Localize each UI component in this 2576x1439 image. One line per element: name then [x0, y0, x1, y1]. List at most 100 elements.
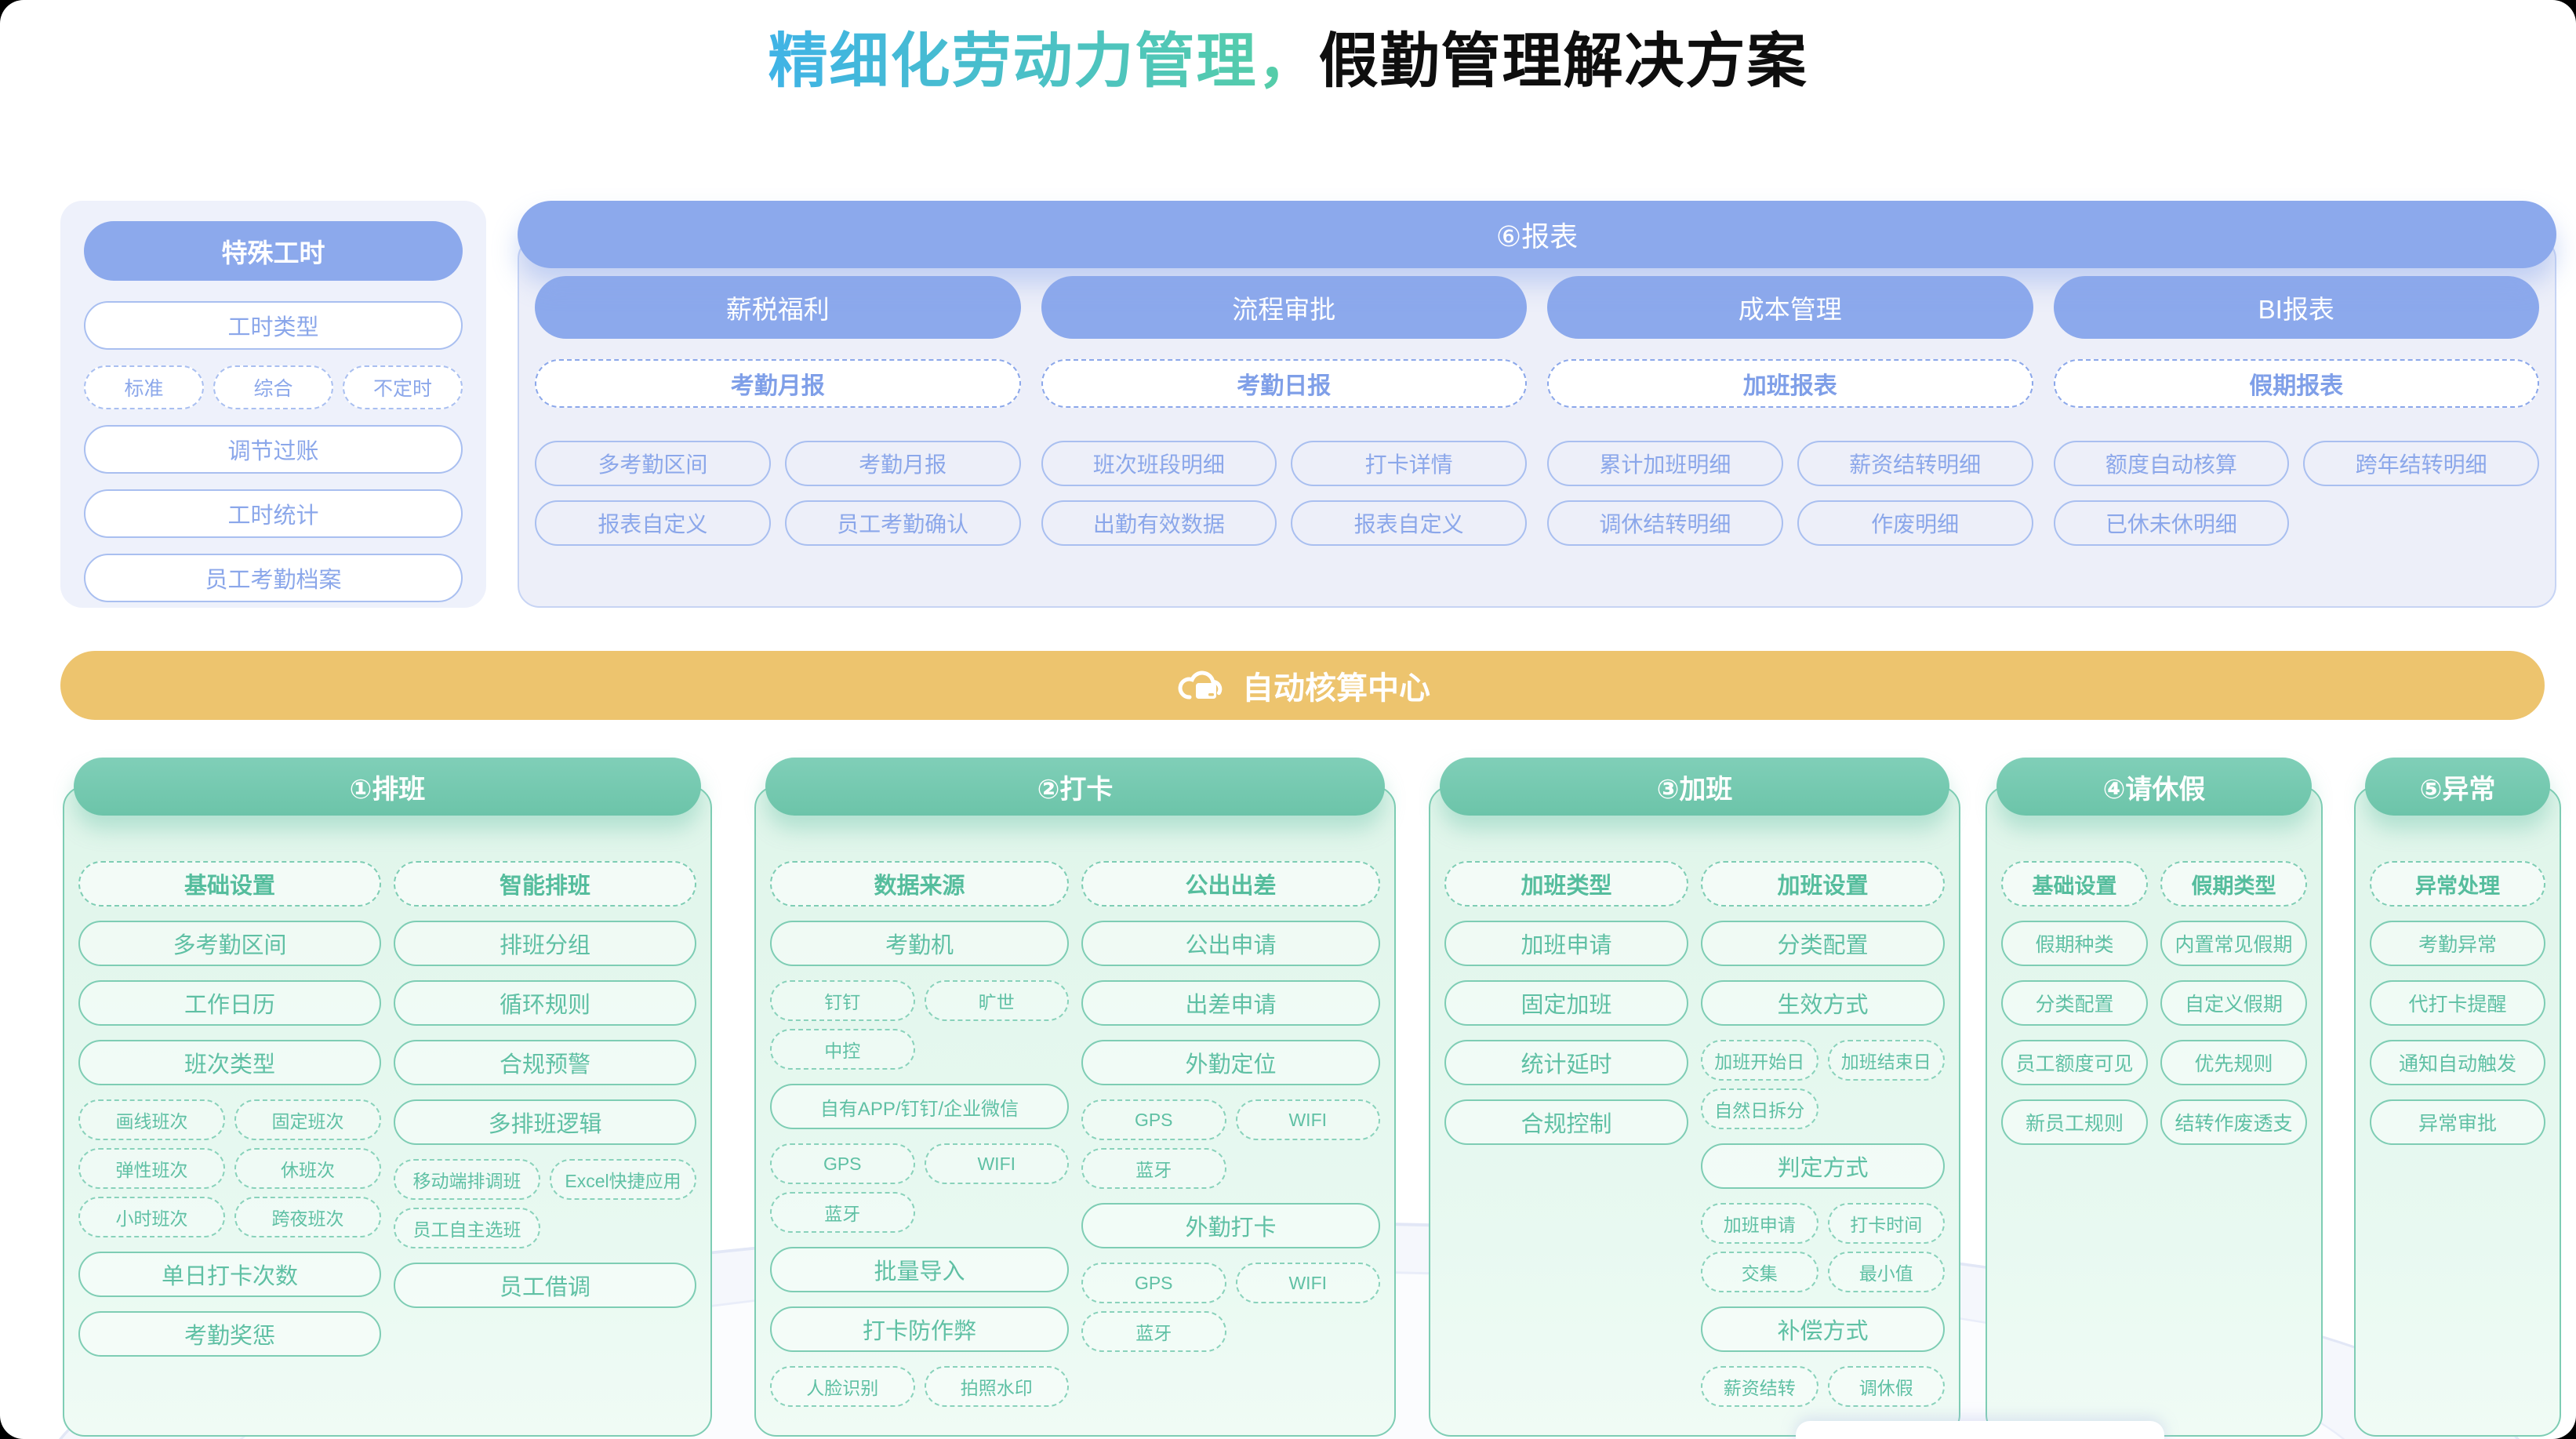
report-pill: 报表自定义 — [535, 500, 771, 546]
module-chip: 最小值 — [1827, 1252, 1945, 1292]
module-chip: 钉钉 — [770, 980, 915, 1021]
module-chip: 打卡时间 — [1827, 1203, 1945, 1244]
module-column: 加班设置分类配置生效方式加班开始日加班结束日自然日拆分判定方式加班申请打卡时间交… — [1701, 861, 1945, 1421]
bottom-tab — [1796, 1421, 2164, 1439]
module-body: 加班类型加班申请固定加班统计延时合规控制加班设置分类配置生效方式加班开始日加班结… — [1429, 786, 1960, 1437]
module-section-title: 基础设置 — [2001, 861, 2148, 907]
module-pill: 公出申请 — [1081, 921, 1380, 966]
report-column-header: 流程审批 — [1041, 276, 1527, 339]
module-chip: 休班次 — [234, 1148, 381, 1189]
module-pill: 分类配置 — [1701, 921, 1945, 966]
report-pill: 班次班段明细 — [1041, 441, 1277, 486]
module-pill: 外勤定位 — [1081, 1040, 1380, 1085]
report-column: BI报表假期报表额度自动核算跨年结转明细已休未休明细 — [2053, 276, 2539, 546]
module-chip: 加班申请 — [1701, 1203, 1818, 1244]
report-pill: 调休结转明细 — [1547, 500, 1783, 546]
module-chip: 小时班次 — [78, 1197, 225, 1237]
auto-calc-label: 自动核算中心 — [1242, 671, 1430, 706]
module-pill: 外勤打卡 — [1081, 1203, 1380, 1248]
module-pill: 分类配置 — [2001, 980, 2148, 1026]
module-pill: 加班申请 — [1444, 921, 1688, 966]
special-hours-panel: 特殊工时 工时类型 标准综合不定时 调节过账工时统计员工考勤档案 — [60, 201, 486, 608]
module-pill: 排班分组 — [394, 921, 696, 966]
module-chip: WIFI — [1235, 1263, 1380, 1303]
module-columns: 基础设置假期种类分类配置员工额度可见新员工规则假期类型内置常见假期自定义假期优先… — [2001, 861, 2307, 1159]
module-section-title: 加班设置 — [1701, 861, 1945, 907]
module-pill: 固定加班 — [1444, 980, 1688, 1026]
module-column: 基础设置多考勤区间工作日历班次类型画线班次固定班次弹性班次休班次小时班次跨夜班次… — [78, 861, 381, 1371]
report-pill: 作废明细 — [1797, 500, 2033, 546]
report-pill: 跨年结转明细 — [2303, 441, 2539, 486]
module-chip-group: 加班开始日加班结束日自然日拆分 — [1701, 1040, 1945, 1129]
module-chip: 交集 — [1701, 1252, 1818, 1292]
module-pill: 工作日历 — [78, 980, 381, 1026]
module-chip: GPS — [770, 1143, 915, 1184]
special-chip: 综合 — [213, 365, 333, 409]
report-pill-grid: 多考勤区间考勤月报报表自定义员工考勤确认 — [535, 441, 1021, 546]
module-pill: 合规控制 — [1444, 1099, 1688, 1145]
module-section-title: 加班类型 — [1444, 861, 1688, 907]
module-chip: 移动端排调班 — [394, 1159, 540, 1200]
report-pill: 薪资结转明细 — [1797, 441, 2033, 486]
module-section-title: 智能排班 — [394, 861, 696, 907]
report-pill: 员工考勤确认 — [784, 500, 1021, 546]
special-chip: 标准 — [84, 365, 204, 409]
module-chip: 拍照水印 — [924, 1366, 1069, 1407]
module-pill: 代打卡提醒 — [2370, 980, 2545, 1026]
special-pill: 员工考勤档案 — [84, 554, 463, 602]
module-chip: 员工自主选班 — [394, 1208, 540, 1248]
module-pill: 内置常见假期 — [2160, 921, 2307, 966]
report-column-header: 成本管理 — [1547, 276, 2033, 339]
module-panel: ④请休假基础设置假期种类分类配置员工额度可见新员工规则假期类型内置常见假期自定义… — [1986, 758, 2323, 1437]
report-pill: 报表自定义 — [1291, 500, 1527, 546]
special-hours-pill: 工时类型 — [84, 301, 463, 350]
special-pill: 工时统计 — [84, 489, 463, 538]
report-pill: 额度自动核算 — [2053, 441, 2290, 486]
module-pill: 批量导入 — [770, 1247, 1069, 1292]
module-chip: 蓝牙 — [770, 1192, 915, 1233]
page-title: 精细化劳动力管理，假勤管理解决方案 — [0, 13, 2576, 99]
report-pill: 已休未休明细 — [2053, 500, 2290, 546]
module-pill: 合规预警 — [394, 1040, 696, 1085]
module-pill: 多排班逻辑 — [394, 1099, 696, 1145]
report-column-header: 薪税福利 — [535, 276, 1021, 339]
module-pill: 异常审批 — [2370, 1099, 2545, 1145]
module-pill: 判定方式 — [1701, 1143, 1945, 1189]
module-body: 基础设置多考勤区间工作日历班次类型画线班次固定班次弹性班次休班次小时班次跨夜班次… — [63, 786, 712, 1437]
module-chip: 弹性班次 — [78, 1148, 225, 1189]
module-chip: 调休假 — [1827, 1366, 1945, 1407]
module-chip: 中控 — [770, 1029, 915, 1070]
module-chip: 加班开始日 — [1701, 1040, 1818, 1081]
special-hours-chip-row: 标准综合不定时 — [84, 365, 463, 409]
module-columns: 加班类型加班申请固定加班统计延时合规控制加班设置分类配置生效方式加班开始日加班结… — [1444, 861, 1945, 1421]
module-pill: 员工借调 — [394, 1263, 696, 1308]
module-chip: WIFI — [924, 1143, 1069, 1184]
module-pill: 单日打卡次数 — [78, 1252, 381, 1297]
module-chip-group: 加班申请打卡时间交集最小值 — [1701, 1203, 1945, 1292]
module-pill: 出差申请 — [1081, 980, 1380, 1026]
special-hours-pill-list: 调节过账工时统计员工考勤档案 — [84, 425, 463, 602]
module-chip: GPS — [1081, 1099, 1226, 1140]
module-section-title: 基础设置 — [78, 861, 381, 907]
module-column: 异常处理考勤异常代打卡提醒通知自动触发异常审批 — [2370, 861, 2545, 1159]
module-columns: 异常处理考勤异常代打卡提醒通知自动触发异常审批 — [2370, 861, 2545, 1159]
module-chip: 旷世 — [924, 980, 1069, 1021]
report-column: 薪税福利考勤月报多考勤区间考勤月报报表自定义员工考勤确认 — [535, 276, 1021, 546]
module-header: ③加班 — [1440, 758, 1949, 816]
module-columns: 基础设置多考勤区间工作日历班次类型画线班次固定班次弹性班次休班次小时班次跨夜班次… — [78, 861, 696, 1371]
reports-columns: 薪税福利考勤月报多考勤区间考勤月报报表自定义员工考勤确认流程审批考勤日报班次班段… — [535, 276, 2539, 546]
module-chip-group: 钉钉旷世中控 — [770, 980, 1069, 1070]
special-pill: 调节过账 — [84, 425, 463, 474]
module-panel: ③加班加班类型加班申请固定加班统计延时合规控制加班设置分类配置生效方式加班开始日… — [1429, 758, 1960, 1437]
module-pill: 优先规则 — [2160, 1040, 2307, 1085]
module-chip: 蓝牙 — [1081, 1148, 1226, 1189]
report-column-header: BI报表 — [2053, 276, 2539, 339]
module-section-title: 异常处理 — [2370, 861, 2545, 907]
